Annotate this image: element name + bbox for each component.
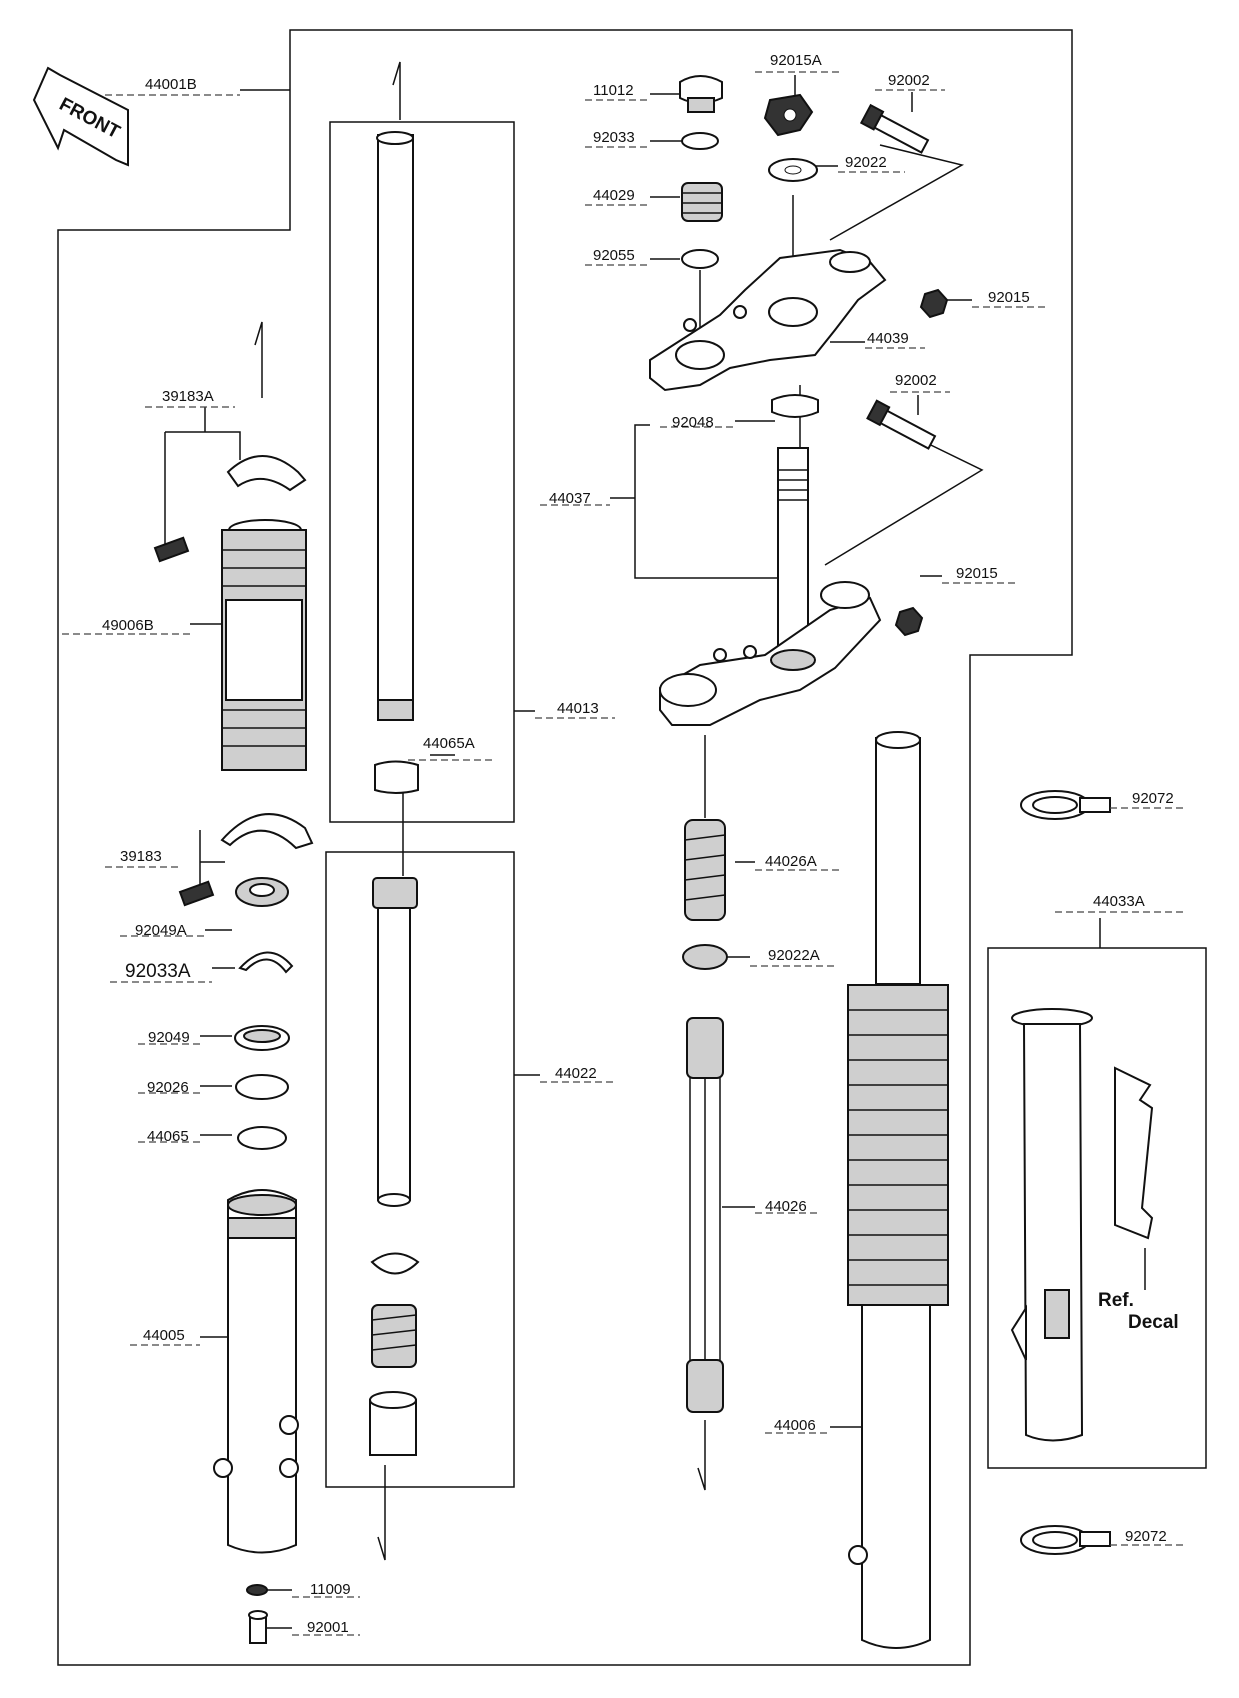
- clamp-92072-upper: [1020, 790, 1111, 820]
- part-label-92015a: 92015A: [770, 52, 822, 69]
- assembly-boundary: [57, 29, 1073, 1666]
- part-label-44037: 44037: [549, 490, 591, 507]
- part-label-92072-upper: 92072: [1132, 790, 1174, 807]
- part-label-49006b: 49006B: [102, 617, 154, 634]
- part-label-92033: 92033: [593, 129, 635, 146]
- guide-bush-44065a: [374, 760, 419, 794]
- upper-bracket-44039: [649, 248, 887, 392]
- part-label-92055: 92055: [593, 247, 635, 264]
- o-ring-92055: [681, 249, 719, 269]
- part-label-92049a: 92049A: [135, 922, 187, 939]
- screw-39183: [178, 880, 215, 907]
- stem-44037: [659, 447, 882, 726]
- part-label-92015-lower: 92015: [956, 565, 998, 582]
- front-arrow-icon: FRONT: [32, 66, 129, 167]
- dust-seal-92049a: [235, 877, 289, 907]
- part-label-39183a: 39183A: [162, 388, 214, 405]
- part-label-11009: 11009: [310, 1581, 351, 1598]
- part-label-44026: 44026: [765, 1198, 807, 1215]
- washer-11009: [246, 1584, 268, 1596]
- part-label-92022: 92022: [845, 154, 887, 171]
- part-label-92048: 92048: [672, 414, 714, 431]
- part-label-44013: 44013: [557, 700, 599, 717]
- part-label-92049: 92049: [148, 1029, 190, 1046]
- part-label-92001: 92001: [307, 1619, 349, 1636]
- nut-92015-lower: [894, 606, 924, 637]
- part-label-92072-lower: 92072: [1125, 1528, 1167, 1545]
- outer-tube-44005: [213, 1189, 299, 1554]
- bolt-92002-top: [859, 103, 930, 154]
- part-number-labels: 44001B 11012 92015A 92002 92033 92022 44…: [62, 52, 1185, 1636]
- part-label-44065a: 44065A: [423, 735, 475, 752]
- screw-39183a: [153, 536, 190, 563]
- fork-boot-49006b: [221, 519, 307, 771]
- spring-seat-44029: [681, 182, 723, 222]
- part-label-44029: 44029: [593, 187, 635, 204]
- damper-collar: [369, 1391, 417, 1456]
- guide-bush-44065: [237, 1126, 287, 1150]
- damper-clip: [370, 1252, 420, 1275]
- nut-92015-top: [919, 288, 949, 319]
- part-label-44006: 44006: [774, 1417, 816, 1434]
- part-label-92015-top: 92015: [988, 289, 1030, 306]
- part-label-92026: 92026: [147, 1079, 189, 1096]
- leader-lines: [164, 75, 1146, 1629]
- part-label-44026a: 44026A: [765, 853, 817, 870]
- part-label-44001b: 44001B: [145, 76, 197, 93]
- decal-label: Decal: [1128, 1312, 1179, 1333]
- inner-tube-44013: [376, 131, 414, 721]
- part-label-92002-top: 92002: [888, 72, 930, 89]
- fork-guard-box: [987, 947, 1207, 1469]
- fork-spring-44026: [686, 1017, 724, 1413]
- part-label-44039: 44039: [867, 330, 909, 347]
- part-label-44022: 44022: [555, 1065, 597, 1082]
- spacer-92022a: [682, 944, 728, 970]
- part-label-39183: 39183: [120, 848, 162, 865]
- right-fork-44006: [847, 731, 949, 1649]
- fork-guard-44033a: [1010, 1008, 1154, 1442]
- bushing-92048: [771, 394, 819, 418]
- spring-44026a: [684, 819, 726, 921]
- part-label-92022a: 92022A: [768, 947, 820, 964]
- cap-bolt-11012: [679, 75, 723, 113]
- part-label-92002-lower: 92002: [895, 372, 937, 389]
- steering-damper-92015a: [763, 93, 814, 137]
- part-label-44033a: 44033A: [1093, 893, 1145, 910]
- clamp-39183: [220, 813, 314, 850]
- clamp-39183a: [226, 455, 307, 492]
- assembly-arrows: [254, 61, 801, 1561]
- circlip-92033: [681, 132, 719, 150]
- retaining-ring-92033a: [238, 951, 294, 974]
- part-label-44005: 44005: [143, 1327, 185, 1344]
- part-label-11012: 11012: [593, 82, 634, 99]
- part-label-44065: 44065: [147, 1128, 189, 1145]
- bolt-92001: [248, 1610, 268, 1644]
- part-label-92033a: 92033A: [125, 961, 191, 982]
- decal-ref-label: Ref.: [1098, 1290, 1134, 1311]
- washer-92026: [235, 1074, 289, 1100]
- clamp-92072-lower: [1020, 1525, 1111, 1555]
- bolt-92002-lower: [866, 399, 937, 450]
- oil-seal-92049: [234, 1025, 290, 1051]
- damper-rod-44022: [372, 877, 418, 1207]
- damper-box: [325, 851, 515, 1488]
- inner-tube-box: [329, 121, 515, 823]
- rebound-spring: [371, 1304, 417, 1368]
